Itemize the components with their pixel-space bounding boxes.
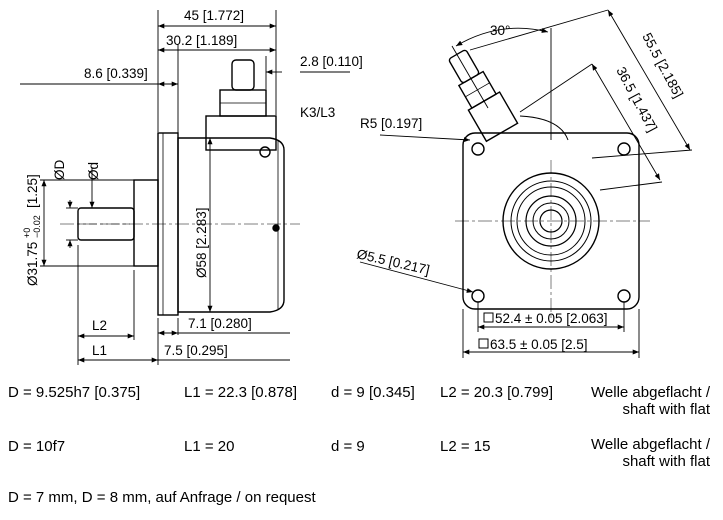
dim-gland-offset: 2.8 [0.110] — [300, 54, 363, 69]
dim-housing-diameter: Ø58 [2.283] — [194, 207, 209, 278]
dim-shaft-small-d: Ød — [86, 162, 101, 180]
svg-text:63.5 ± 0.05 [2.5]: 63.5 ± 0.05 [2.5] — [490, 337, 587, 352]
pilot-tol-lower: −0.02 — [32, 215, 42, 238]
dim-shaft-l2: L2 — [92, 318, 107, 333]
dim-overall-length: 45 [1.772] — [184, 8, 244, 23]
dim-flange-square: 63.5 ± 0.05 [2.5] — [478, 337, 587, 352]
variants-table: D = 9.525h7 [0.375] L1 = 22.3 [0.878] d … — [0, 376, 723, 520]
dim-angle: 30° — [490, 23, 510, 38]
svg-text:52.4 ± 0.05 [2.063]: 52.4 ± 0.05 [2.063] — [495, 311, 608, 326]
variant-1-L1: L1 = 22.3 [0.878] — [184, 384, 298, 401]
dim-hole-diameter: Ø5.5 [0.217] — [355, 246, 431, 277]
dim-gland-reach-outer: 55.5 [2.185] — [639, 30, 686, 100]
variant-2-D: D = 10f7 — [8, 438, 66, 455]
dim-flange-to-body: 7.5 [0.295] — [164, 343, 228, 358]
dim-housing-length: 30.2 [1.189] — [166, 33, 237, 48]
pilot-boss — [133, 179, 159, 267]
variant-1-L2: L2 = 20.3 [0.799] — [440, 384, 554, 401]
variant-2-note-line2: shaft with flat — [622, 453, 710, 470]
dim-pilot-diameter: Ø31.75 +0 −0.02 [1.25] — [22, 174, 42, 286]
mounting-hole — [617, 289, 631, 303]
mounting-hole — [617, 142, 631, 156]
connector-code: K3/L3 — [300, 105, 335, 120]
side-view — [60, 59, 300, 316]
mounting-hole — [471, 142, 485, 156]
variant-1-note-line1: Welle abgeflacht / — [591, 384, 710, 401]
variant-1-note-line2: shaft with flat — [622, 401, 710, 418]
variant-2-note-line1: Welle abgeflacht / — [591, 436, 710, 453]
variant-2-L1: L1 = 20 — [184, 438, 235, 455]
variant-1-d: d = 9 [0.345] — [331, 384, 415, 401]
dim-hole-pattern: 52.4 ± 0.05 [2.063] — [483, 311, 608, 326]
cable-gland-base — [205, 115, 277, 151]
dim-flange-step: 8.6 [0.339] — [84, 66, 148, 81]
pilot-diameter-inch: [1.25] — [25, 174, 40, 208]
side-view-dimensions — [20, 10, 350, 365]
dim-corner-radius: R5 [0.197] — [360, 116, 422, 131]
pilot-tol-upper: +0 — [22, 228, 32, 238]
dim-shaft-big-d: ØD — [52, 159, 67, 180]
mounting-hole — [471, 289, 485, 303]
technical-drawing: 45 [1.772] 30.2 [1.189] 8.6 [0.339] 2.8 … — [20, 8, 693, 365]
cable — [231, 59, 255, 91]
variant-2-note: Welle abgeflacht / shaft with flat — [570, 436, 710, 470]
dim-gland-reach-inner: 36.5 [1.437] — [613, 64, 660, 134]
footnote: D = 7 mm, D = 8 mm, auf Anfrage / on req… — [8, 489, 316, 506]
variant-1-D: D = 9.525h7 [0.375] — [8, 384, 141, 401]
front-view — [448, 49, 650, 320]
pilot-diameter-main: Ø31.75 — [25, 242, 40, 286]
dim-flange-thickness: 7.1 [0.280] — [188, 316, 252, 331]
variant-2-d: d = 9 — [331, 438, 365, 455]
variant-1-note: Welle abgeflacht / shaft with flat — [570, 384, 710, 418]
front-view-dimensions — [359, 9, 693, 358]
variant-2-L2: L2 = 15 — [440, 438, 491, 455]
dim-shaft-l1: L1 — [92, 343, 107, 358]
